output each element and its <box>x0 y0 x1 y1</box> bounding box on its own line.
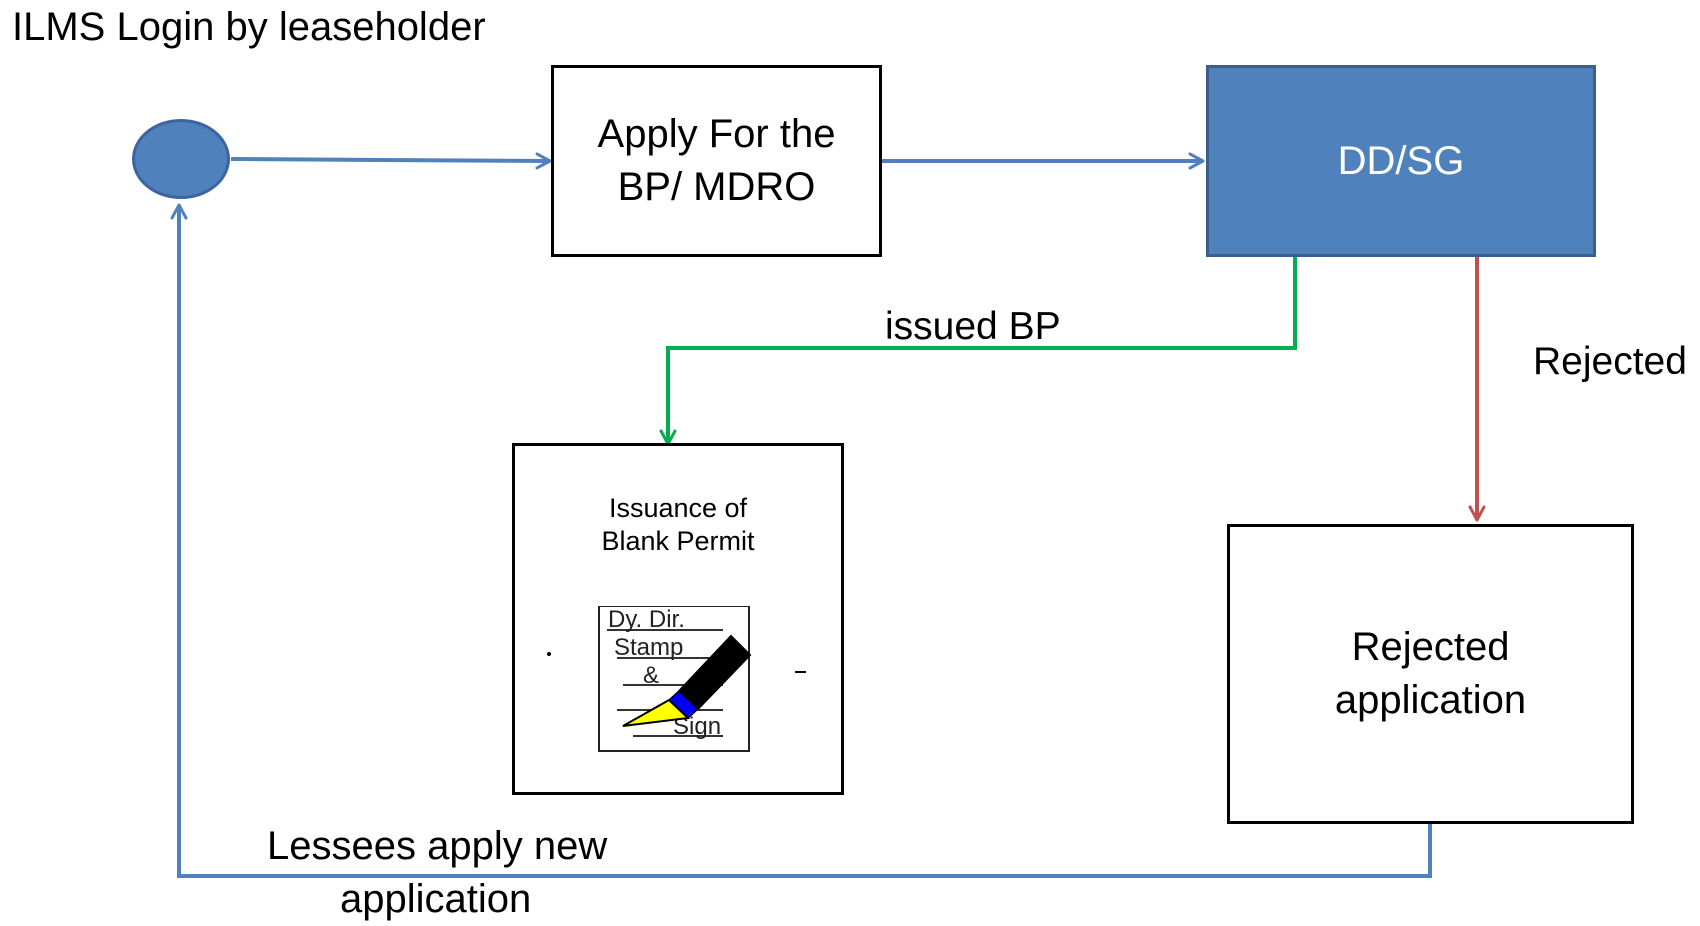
ddsg-label: DD/SG <box>1337 138 1465 183</box>
apply-box-text: Apply For the BP/ MDRO <box>598 108 836 214</box>
stamp-text-line-1: Dy. Dir. <box>608 606 685 633</box>
issued-bp-label-text: issued BP <box>885 305 1061 348</box>
rejected-edge-label-text: Rejected <box>1533 340 1687 383</box>
issuance-box: Issuance of Blank Permit Dy. Dir. Stamp … <box>512 443 844 795</box>
apply-label-line-1: Apply For the <box>597 112 836 157</box>
stamp-text-line-3: & <box>643 662 659 689</box>
issuance-title-line-2: Blank Permit <box>601 525 755 556</box>
rejected-application-text: Rejected application <box>1335 621 1526 727</box>
reapply-label-line-2: application <box>340 876 532 921</box>
issuance-title-line-1: Issuance of <box>608 493 748 523</box>
permit-dot-left <box>547 652 551 656</box>
ddsg-box: DD/SG <box>1206 65 1596 257</box>
rejected-application-line-1: Rejected <box>1351 625 1510 670</box>
apply-label-line-2: BP/ MDRO <box>617 165 816 209</box>
reapply-label-line-1: Lessees apply new <box>267 824 608 868</box>
pen-nib <box>622 698 691 727</box>
pen-icon <box>622 634 752 727</box>
stamp-sign-icon: Dy. Dir. Stamp & Sign <box>545 606 815 766</box>
reapply-connector <box>170 203 1432 878</box>
reapply-label: Lessees apply new application <box>267 820 607 926</box>
apply-box: Apply For the BP/ MDRO <box>551 65 882 257</box>
rejected-application-box: Rejected application <box>1227 524 1634 824</box>
issued-bp-label: issued BP <box>885 302 1061 352</box>
start-to-apply-arrow <box>230 152 552 170</box>
stamp-text-line-2: Stamp <box>614 634 683 661</box>
rejected-application-line-2: application <box>1334 678 1527 722</box>
start-node <box>132 119 230 199</box>
start-label: ILMS Login by leaseholder <box>12 2 486 53</box>
stamp-sign-drawing: Dy. Dir. Stamp & Sign <box>547 606 806 752</box>
issued-bp-connector <box>659 257 1297 446</box>
rejected-edge-label: Rejected <box>1533 337 1687 387</box>
start-label-text: ILMS Login by leaseholder <box>12 5 486 49</box>
issuance-title: Issuance of Blank Permit <box>515 492 841 558</box>
